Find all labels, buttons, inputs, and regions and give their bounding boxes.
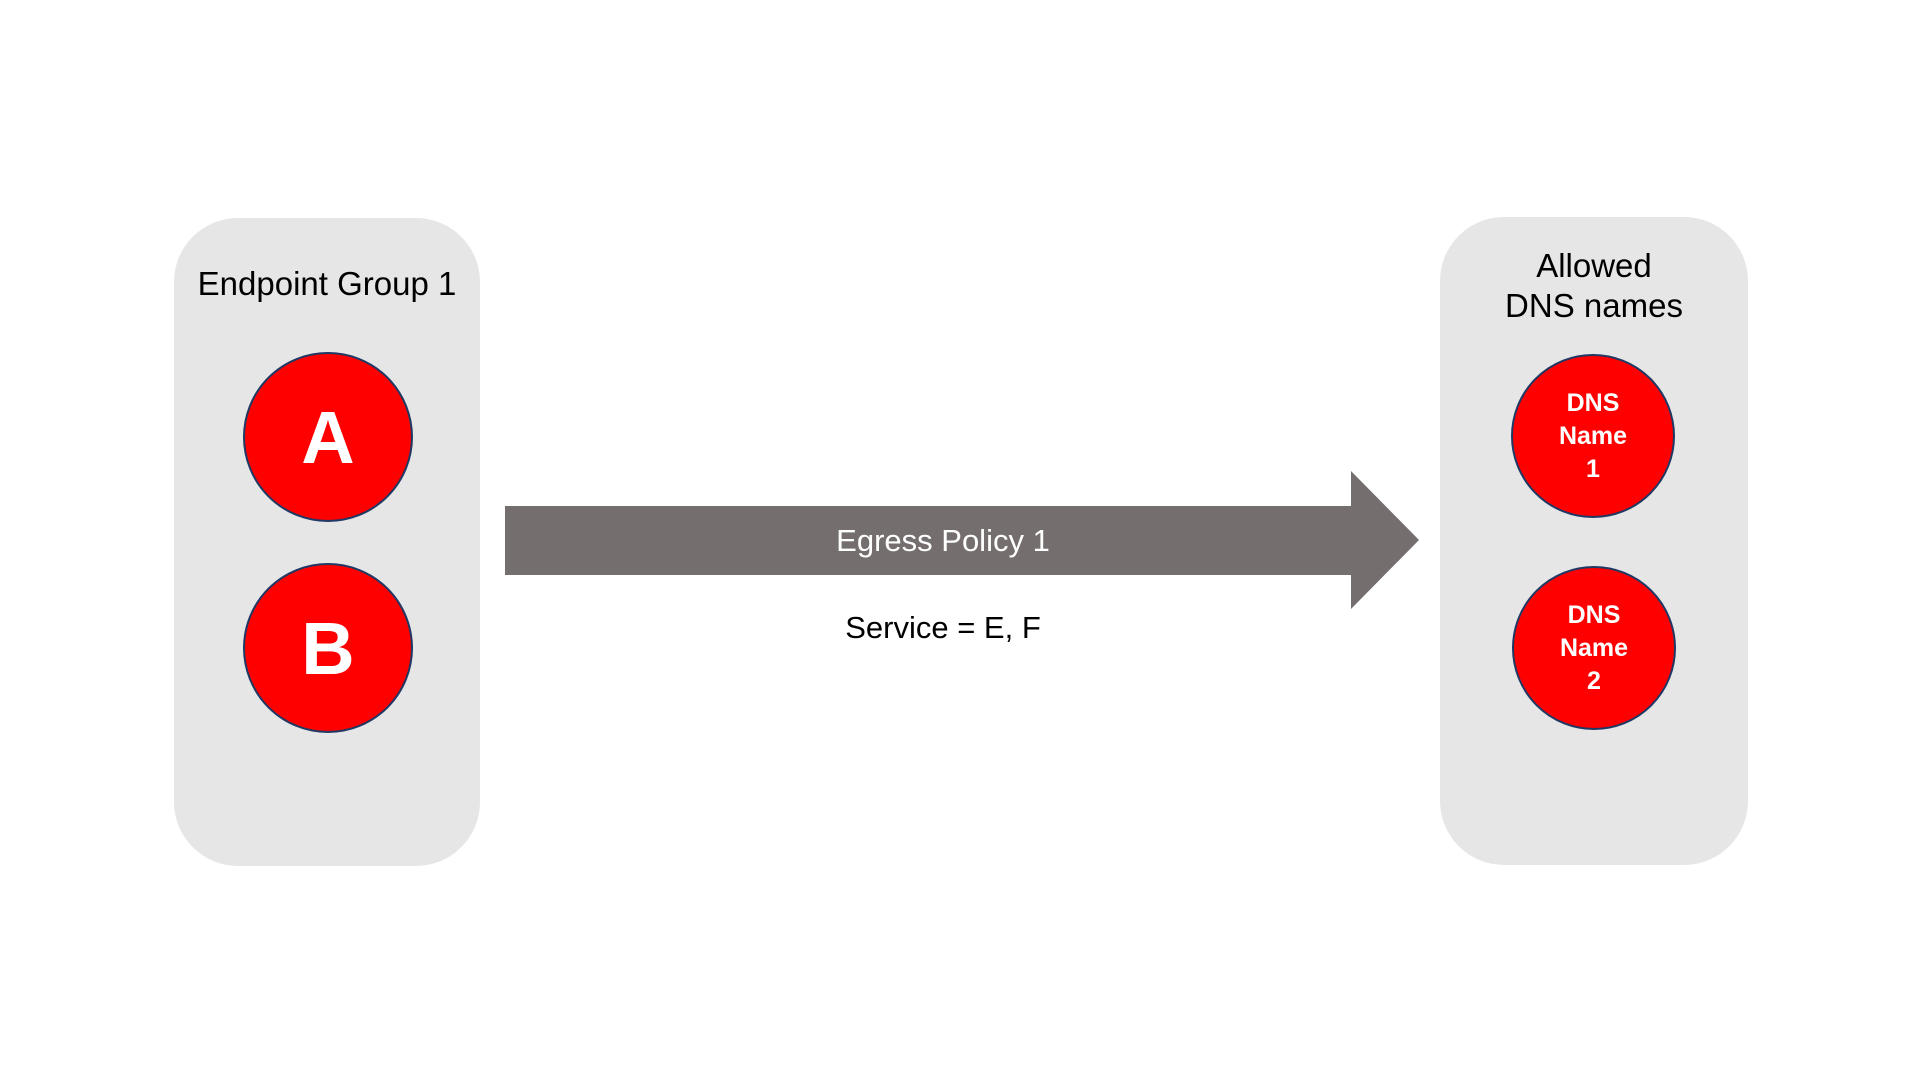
dns-name-1-line3: 1 xyxy=(1586,454,1600,483)
endpoint-node-a-label: A xyxy=(301,395,355,479)
dns-name-1-line2: Name xyxy=(1558,421,1628,450)
egress-arrow-shaft xyxy=(505,506,1351,575)
dns-name-1-node: DNS Name 1 xyxy=(1511,354,1675,518)
allowed-dns-title: Allowed DNS names xyxy=(1440,246,1748,326)
egress-policy-label: Egress Policy 1 xyxy=(836,522,1050,558)
allowed-dns-title-line2: DNS names xyxy=(1505,287,1683,324)
egress-arrow-head xyxy=(1351,471,1419,609)
allowed-dns-panel xyxy=(1440,217,1748,865)
dns-name-2-line1: DNS xyxy=(1567,600,1621,629)
endpoint-node-b-label: B xyxy=(301,606,355,690)
endpoint-group-title: Endpoint Group 1 xyxy=(197,265,457,302)
dns-name-2-line2: Name xyxy=(1559,633,1629,662)
dns-name-2-node: DNS Name 2 xyxy=(1512,566,1676,730)
endpoint-node-a: A xyxy=(243,352,413,522)
endpoint-group-panel xyxy=(174,218,480,866)
dns-name-1-line1: DNS xyxy=(1566,388,1620,417)
allowed-dns-title-line1: Allowed xyxy=(1536,247,1652,284)
dns-name-2-line3: 2 xyxy=(1587,666,1601,695)
service-label: Service = E, F xyxy=(845,610,1041,645)
endpoint-node-b: B xyxy=(243,563,413,733)
